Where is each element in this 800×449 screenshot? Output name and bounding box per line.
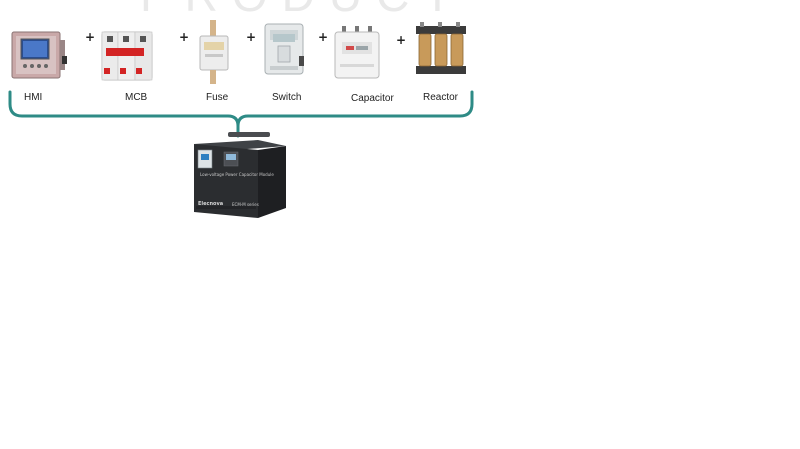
mcb-component <box>98 28 156 84</box>
reactor-component <box>414 22 468 78</box>
grouping-bracket <box>8 90 474 138</box>
component-label-hmi: HMI <box>24 92 43 103</box>
capacitor-module: Low-voltage Power Capacitor Module Elecn… <box>186 130 292 222</box>
plus-sign-3: + <box>246 30 257 44</box>
switch-icon <box>264 23 304 75</box>
switch-component <box>262 20 306 78</box>
plus-sign-4: + <box>318 30 329 44</box>
fuse-component <box>194 18 234 86</box>
module-brand: Elecnova <box>198 201 224 207</box>
plus-sign-1: + <box>85 30 96 44</box>
fuse-icon <box>199 20 229 84</box>
component-label-capacitor: Capacitor <box>351 93 394 104</box>
mcb-breaker-icon <box>101 31 153 81</box>
reactor-icon <box>416 22 466 74</box>
capacitor-component <box>332 24 382 82</box>
hmi-panel-icon <box>11 31 67 79</box>
watermark-text: PRODUCT <box>140 0 465 22</box>
module-model: ECM-M series <box>232 202 259 207</box>
component-label-reactor: Reactor <box>423 92 459 103</box>
module-front-text: Low-voltage Power Capacitor Module <box>200 172 274 177</box>
plus-sign-2: + <box>179 30 190 44</box>
component-label-switch: Switch <box>272 92 302 103</box>
component-label-fuse: Fuse <box>206 92 229 103</box>
capacitor-icon <box>334 26 380 79</box>
plus-sign-5: + <box>396 33 407 47</box>
capacitor-module-icon <box>194 132 286 218</box>
component-label-mcb: MCB <box>125 92 148 103</box>
hmi-component <box>10 30 68 82</box>
